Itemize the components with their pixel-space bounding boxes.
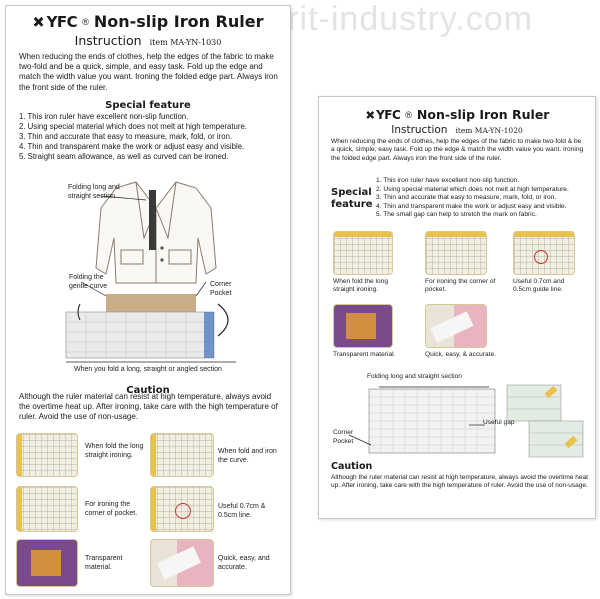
photo-transparent xyxy=(16,539,78,587)
instruction-row: Instruction item MA-YN-1030 xyxy=(6,33,290,48)
brand-logo: ✚YFC xyxy=(360,106,401,123)
brand-header: ✚YFC ® Non-slip Iron Ruler xyxy=(319,106,595,123)
feature-title: Special feature xyxy=(331,187,373,210)
feature-list-wrap: 1. This iron ruler have excellent non-sl… xyxy=(376,177,594,220)
photo-long-straight xyxy=(333,231,393,275)
photo-pocket-corner xyxy=(16,486,78,532)
caution-title: Caution xyxy=(126,385,170,396)
intro-paragraph: When reducing the ends of clothes, help … xyxy=(331,138,584,162)
label-fold-section: When you fold a long, straight or angled… xyxy=(74,366,222,373)
label-folding-long: Folding long and straight section xyxy=(68,184,120,200)
caption-quick-easy: Quick, easy, & accurate. xyxy=(425,351,496,358)
caution-title: Caution xyxy=(331,461,373,472)
instruction-row: Instruction item MA-YN-1020 xyxy=(319,124,595,136)
feature-item: 1. This iron ruler have excellent non-sl… xyxy=(19,111,189,121)
jacket-illustration xyxy=(65,181,236,363)
caption-quick-easy: Quick, easy, and accurate. xyxy=(218,555,270,571)
caption-pocket-corner: For ironing the corner of pocket. xyxy=(85,501,138,517)
feature-item: 1. This iron ruler have excellent non-sl… xyxy=(376,177,520,184)
feature-item: 3. Thin and accurate that easy to measur… xyxy=(376,194,557,202)
label-folding-curve: Folding the gentle curve xyxy=(69,274,108,290)
photo-long-straight xyxy=(16,433,78,477)
caption-guide-line: Useful 0.7cm & 0.5cm line. xyxy=(218,503,266,519)
caution-paragraph: Although the ruler material can resist a… xyxy=(331,474,588,490)
photo-transparent xyxy=(333,304,393,348)
product-title: Non-slip Iron Ruler xyxy=(93,12,264,31)
item-code: item MA-YN-1030 xyxy=(149,38,222,47)
caption-long-straight: When fold the long straight ironing. xyxy=(85,443,144,459)
caption-transparent: Transparent material. xyxy=(333,351,396,358)
label-useful-gap: Useful gap xyxy=(483,419,515,426)
photo-guide-line xyxy=(150,486,214,532)
feature-list: 1. This iron ruler have excellent non-sl… xyxy=(6,111,290,162)
caption-transparent: Transparent material. xyxy=(85,555,123,571)
instruction-label: Instruction xyxy=(74,33,142,48)
feature-item: 2. Using special material which does not… xyxy=(376,185,569,193)
registered-mark: ® xyxy=(405,109,412,120)
intro-paragraph: When reducing the ends of clothes, help … xyxy=(19,52,278,92)
brand-header: ✚YFC ® Non-slip Iron Ruler xyxy=(6,10,290,33)
photo-quick-easy xyxy=(150,539,214,587)
ruler-illustration xyxy=(348,384,584,458)
photo-pocket-corner xyxy=(425,231,487,275)
feature-item: 4. Thin and transparent make the work or… xyxy=(376,202,567,210)
label-corner-pocket: Corner Pocket xyxy=(333,429,354,445)
caption-long-straight: When fold the long straight ironing. xyxy=(333,278,388,294)
feature-item: 4. Thin and transparent make the work or… xyxy=(19,141,245,151)
instruction-card-left: ✚YFC ® Non-slip Iron Ruler Instruction it… xyxy=(5,5,291,595)
jacket-diagram: Folding long and straight section Corner… xyxy=(6,178,290,378)
photo-quick-easy xyxy=(425,304,487,348)
feature-title: Special feature xyxy=(105,99,191,111)
ruler-diagram: Folding long and straight section Corner… xyxy=(319,373,595,463)
label-folding-long: Folding long and straight section xyxy=(367,373,462,380)
caption-pocket-corner: For ironing the corner of pocket. xyxy=(425,278,496,294)
feature-item: 3. Thin and accurate that easy to measur… xyxy=(19,131,233,141)
feature-item: 5. Straight seam allowance, as well as c… xyxy=(19,151,229,161)
item-code: item MA-YN-1020 xyxy=(455,126,523,135)
brand-logo: ✚YFC xyxy=(27,10,78,33)
red-circle-mark xyxy=(534,250,548,264)
feature-item: 2. Using special material which does not… xyxy=(19,121,247,131)
photo-curve xyxy=(150,433,214,477)
label-corner-pocket: Corner Pocket xyxy=(210,281,232,297)
product-title: Non-slip Iron Ruler xyxy=(416,107,550,122)
caption-curve: When fold and iron the curve. xyxy=(218,448,277,464)
registered-mark: ® xyxy=(82,16,89,27)
feature-list: 1. This iron ruler have excellent non-sl… xyxy=(376,177,594,220)
instruction-label: Instruction xyxy=(391,124,448,136)
instruction-card-right: ✚YFC ® Non-slip Iron Ruler Instruction it… xyxy=(318,96,596,519)
red-circle-mark xyxy=(175,503,191,519)
feature-item: 5. The small gap can help to stretch the… xyxy=(376,211,537,219)
caption-guide-line: Useful 0.7cm and 0.5cm guide line. xyxy=(513,278,565,294)
photo-guide-line xyxy=(513,231,575,275)
caution-paragraph: Although the ruler material can resist a… xyxy=(19,392,278,422)
